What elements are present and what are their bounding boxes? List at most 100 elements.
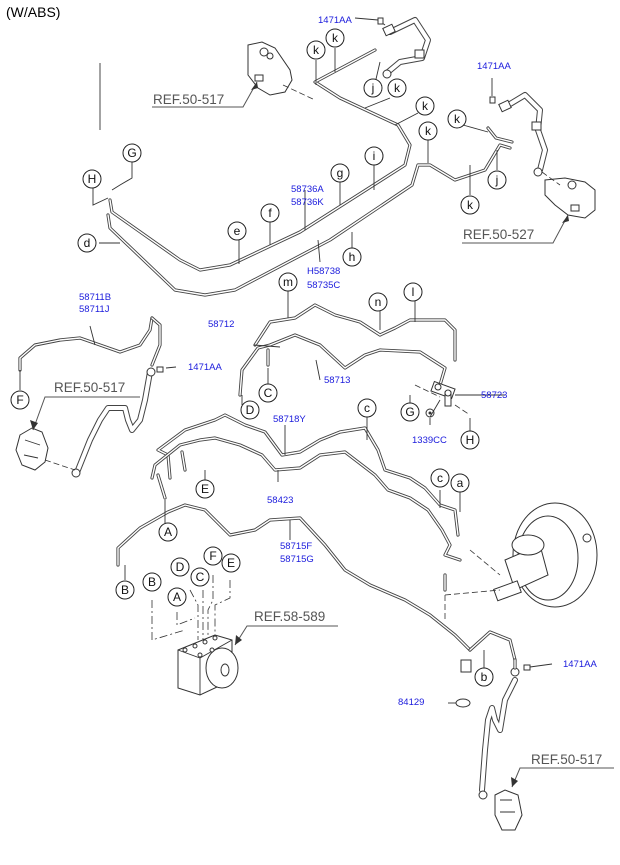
rear-right-brake-hose[interactable] [498,92,548,177]
part-number-84129: 84129 [398,697,424,708]
callout-letter: f [268,206,272,220]
callout-F: F [203,546,223,566]
callout-n: n [368,292,388,312]
part-number-58423: 58423 [267,495,293,506]
callout-letter: l [412,285,415,299]
callout-circle [325,28,345,48]
callout-circle [450,473,470,493]
callout-letter: D [246,403,255,417]
part-number-h58738: H58738 [307,266,340,277]
callout-letter: n [375,295,382,309]
callout-letter: k [332,31,339,45]
callout-letter: B [148,575,156,589]
callout-circle [221,553,241,573]
tube-58713[interactable] [238,333,447,397]
callout-letter: G [127,146,136,160]
callout-letter: k [422,99,429,113]
callout-H: H [82,169,102,189]
callout-l: l [403,282,423,302]
ref-abs-unit[interactable]: REF.58-589 [234,609,338,646]
callout-circle [400,402,420,422]
tube-58718y[interactable] [156,413,460,537]
ref-rear-left-caliper-top[interactable]: REF.50-517 [152,81,258,108]
callout-circle [77,233,97,253]
part-number-clip-right: 1471AA [477,61,511,72]
callout-B: B [115,580,135,600]
rear-brake-tube-lower[interactable] [106,143,512,297]
part-number-58736k: 58736K [291,197,324,208]
rear-brake-tube-upper[interactable] [108,48,412,272]
part-number-58715f: 58715F [280,541,312,552]
callout-circle [460,195,480,215]
tube-58715fg[interactable] [116,503,472,652]
callout-letter: D [176,560,185,574]
callout-a: a [450,473,470,493]
rear-right-caliper [544,177,596,219]
tube-joint-block [460,659,472,673]
callout-circle [122,143,142,163]
rear-left-caliper-top [247,41,293,96]
callout-letter: m [283,275,293,289]
callout-circle [487,170,507,190]
part-number-58715g: 58715G [280,554,314,565]
svg-text:REF.58-589: REF.58-589 [254,609,325,624]
svg-text:REF.50-517: REF.50-517 [153,92,224,107]
callout-d: d [77,233,97,253]
tube-58712[interactable] [253,303,457,362]
ref-front-left-caliper[interactable]: REF.50-517 [30,380,140,431]
callout-letter: k [425,124,432,138]
callout-letter: h [349,250,356,264]
callout-circle [170,557,190,577]
callout-circle [363,78,383,98]
callout-i: i [364,146,384,166]
callout-circle [387,78,407,98]
callout-letter: k [313,43,320,57]
svg-text:REF.50-517: REF.50-517 [531,752,602,767]
callout-k: k [387,78,407,98]
front-right-caliper [494,789,523,831]
callout-letter: E [201,482,209,496]
callout-D: D [240,400,260,420]
callout-C: C [258,383,278,403]
callout-letter: d [84,236,91,250]
callout-letter: H [466,433,475,447]
part-number-58711j: 58711J [79,304,110,315]
callout-circle [258,383,278,403]
callout-circle [418,121,438,141]
callout-letter: c [364,401,370,415]
front-left-brake-tube[interactable] [18,316,154,372]
callout-j: j [487,170,507,190]
callout-A: A [167,587,187,607]
gasket-84129 [455,698,471,708]
callout-C: C [190,567,210,587]
callout-G: G [122,143,142,163]
bracket-58723 [430,380,456,407]
ref-rear-right-caliper[interactable]: REF.50-527 [462,214,569,244]
tube-58423[interactable] [150,436,462,562]
front-left-brake-hose[interactable] [71,367,156,478]
callout-circle [167,587,187,607]
callout-circle [190,567,210,587]
svg-text:REF.50-517: REF.50-517 [54,380,125,395]
callout-A: A [158,522,178,542]
callout-F: F [10,390,30,410]
callout-circle [260,203,280,223]
callout-letter: g [337,166,344,180]
callout-letter: B [121,583,129,597]
part-number-58711b: 58711B [79,292,111,303]
callout-circle [364,146,384,166]
front-right-brake-hose[interactable] [478,667,520,800]
callout-letter: C [196,570,205,584]
callout-letter: k [467,198,474,212]
part-number-clip-front-right: 1471AA [563,659,597,670]
callout-D: D [170,557,190,577]
callout-circle [10,390,30,410]
ref-front-right-caliper[interactable]: REF.50-517 [511,752,614,788]
callout-circle [278,272,298,292]
rear-left-brake-hose[interactable] [382,17,431,79]
callout-c: c [357,398,377,418]
callout-k: k [447,109,467,129]
callout-E: E [195,479,215,499]
callout-k: k [415,96,435,116]
